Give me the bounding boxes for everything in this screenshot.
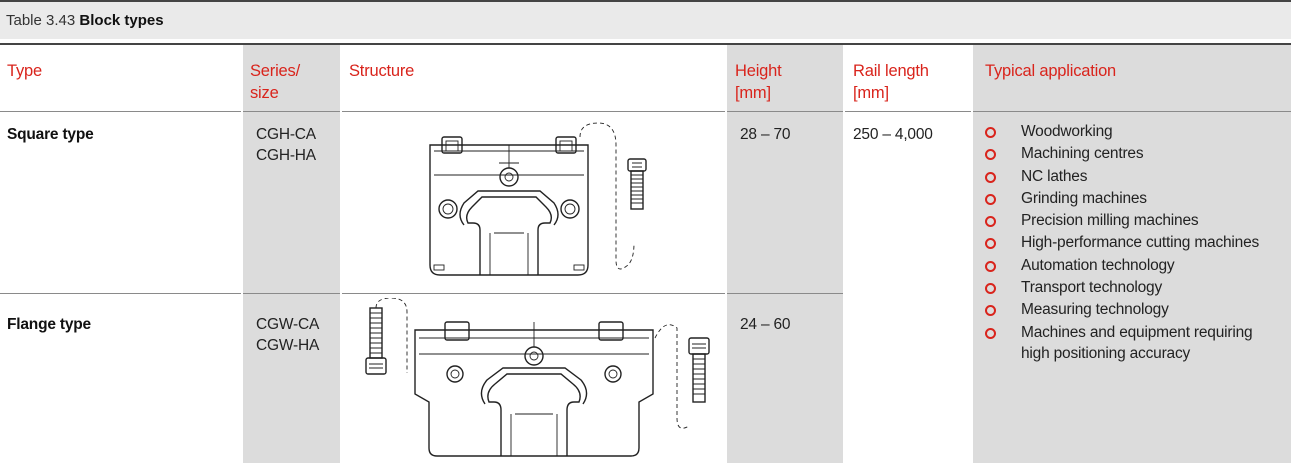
header-bottom-rule xyxy=(0,111,241,112)
column-gap xyxy=(843,45,845,463)
header-bottom-rule xyxy=(845,111,971,112)
bullet-icon xyxy=(985,127,996,138)
row-1-type: Square type xyxy=(7,126,94,143)
row-1-height: 28 – 70 xyxy=(740,126,791,143)
list-item: NC lathes xyxy=(980,166,1286,187)
list-item: Measuring technology xyxy=(980,299,1286,320)
bullet-icon xyxy=(985,216,996,228)
column-gap xyxy=(725,45,727,463)
list-item: High-performance cutting machines xyxy=(980,232,1286,253)
list-item: Transport technology xyxy=(980,277,1286,298)
column-gap xyxy=(340,45,342,463)
row-divider xyxy=(0,293,241,294)
list-item: Machines and equipment requiring high po… xyxy=(980,322,1276,364)
row-2-type: Flange type xyxy=(7,316,91,333)
rail-length-value: 250 – 4,000 xyxy=(853,126,933,143)
row-divider xyxy=(342,293,725,294)
header-bottom-rule xyxy=(727,111,843,112)
height-column-shade xyxy=(727,45,843,463)
bullet-icon xyxy=(985,193,996,205)
application-list: Woodworking Machining centres NC lathes … xyxy=(980,121,1286,365)
application-column-shade xyxy=(973,45,1291,463)
bullet-icon xyxy=(985,149,996,161)
table-caption: Table 3.43 Block types xyxy=(0,0,1291,39)
bullet-icon xyxy=(985,327,996,339)
header-rail-length: Rail length[mm] xyxy=(853,62,929,102)
header-bottom-rule xyxy=(243,111,340,112)
header-bottom-rule xyxy=(342,111,725,112)
header-application: Typical application xyxy=(985,62,1117,80)
caption-prefix: Table 3.43 xyxy=(6,12,76,29)
bullet-icon xyxy=(985,171,996,183)
list-item: Precision milling machines xyxy=(980,210,1286,231)
series-column-shade xyxy=(243,45,340,463)
bullet-icon xyxy=(985,283,996,295)
caption-title: Block types xyxy=(79,12,164,29)
row-divider xyxy=(243,293,340,294)
flange-block-drawing xyxy=(365,298,710,457)
row-divider xyxy=(727,293,843,294)
row-2-height: 24 – 60 xyxy=(740,316,791,333)
bullet-icon xyxy=(985,260,996,272)
list-item: Woodworking xyxy=(980,121,1286,142)
square-block-drawing xyxy=(429,122,647,276)
column-gap xyxy=(971,45,973,463)
list-item: Machining centres xyxy=(980,143,1286,164)
header-height: Height[mm] xyxy=(735,62,782,102)
header-series: Series/size xyxy=(250,62,300,102)
bullet-icon xyxy=(985,305,996,317)
list-item: Grinding machines xyxy=(980,188,1286,209)
header-top-rule xyxy=(0,43,1291,45)
bullet-icon xyxy=(985,238,996,250)
header-type: Type xyxy=(7,62,42,80)
list-item: Automation technology xyxy=(980,255,1286,276)
header-structure: Structure xyxy=(349,62,415,80)
column-gap xyxy=(241,45,243,463)
header-bottom-rule xyxy=(973,111,1291,112)
